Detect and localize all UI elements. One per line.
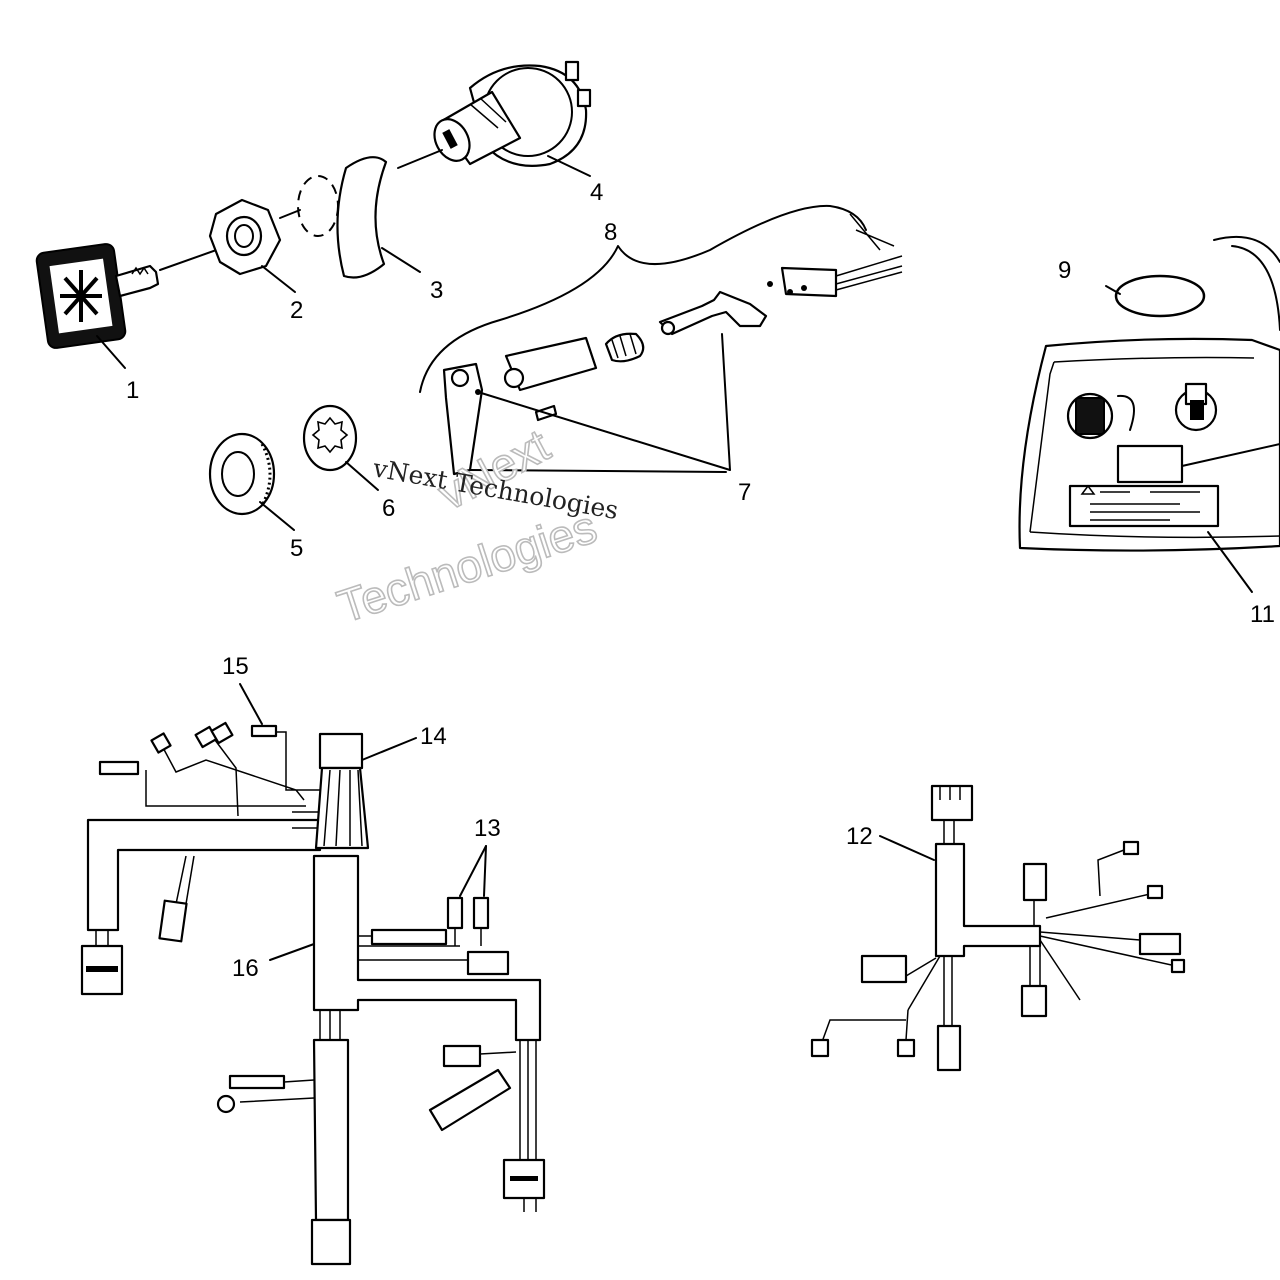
callout-4: 4 [590, 179, 603, 206]
bracket-8 [419, 204, 867, 393]
callout-12: 12 [846, 823, 873, 850]
callout-13: 13 [474, 815, 501, 842]
callout-6: 6 [382, 495, 395, 522]
callout-1: 1 [126, 377, 139, 404]
ignition-switch-part [433, 60, 592, 167]
callout-16: 16 [232, 955, 259, 982]
callout-2: 2 [290, 297, 303, 324]
callout-15: 15 [222, 653, 249, 680]
callout-3: 3 [430, 277, 443, 304]
callout-11: 11 [1250, 601, 1275, 628]
callout-7: 7 [738, 479, 751, 506]
callout-8: 8 [604, 219, 617, 246]
lock-washer-part [302, 404, 358, 472]
ring-nut-part [208, 432, 276, 516]
watermark-large-2: Technologies [331, 500, 602, 632]
secondary-harness-part [810, 784, 1186, 1072]
bezel-part [297, 156, 388, 279]
watermark: vNext Technologies vNext Technologies [330, 418, 620, 634]
throttle-switch-part [442, 213, 903, 476]
callout-14: 14 [420, 723, 447, 750]
key-part [35, 243, 160, 349]
console-part [1018, 235, 1280, 552]
hex-nut-part [208, 198, 282, 276]
callout-5: 5 [290, 535, 303, 562]
main-harness-part [80, 721, 546, 1266]
callout-9: 9 [1058, 257, 1071, 284]
